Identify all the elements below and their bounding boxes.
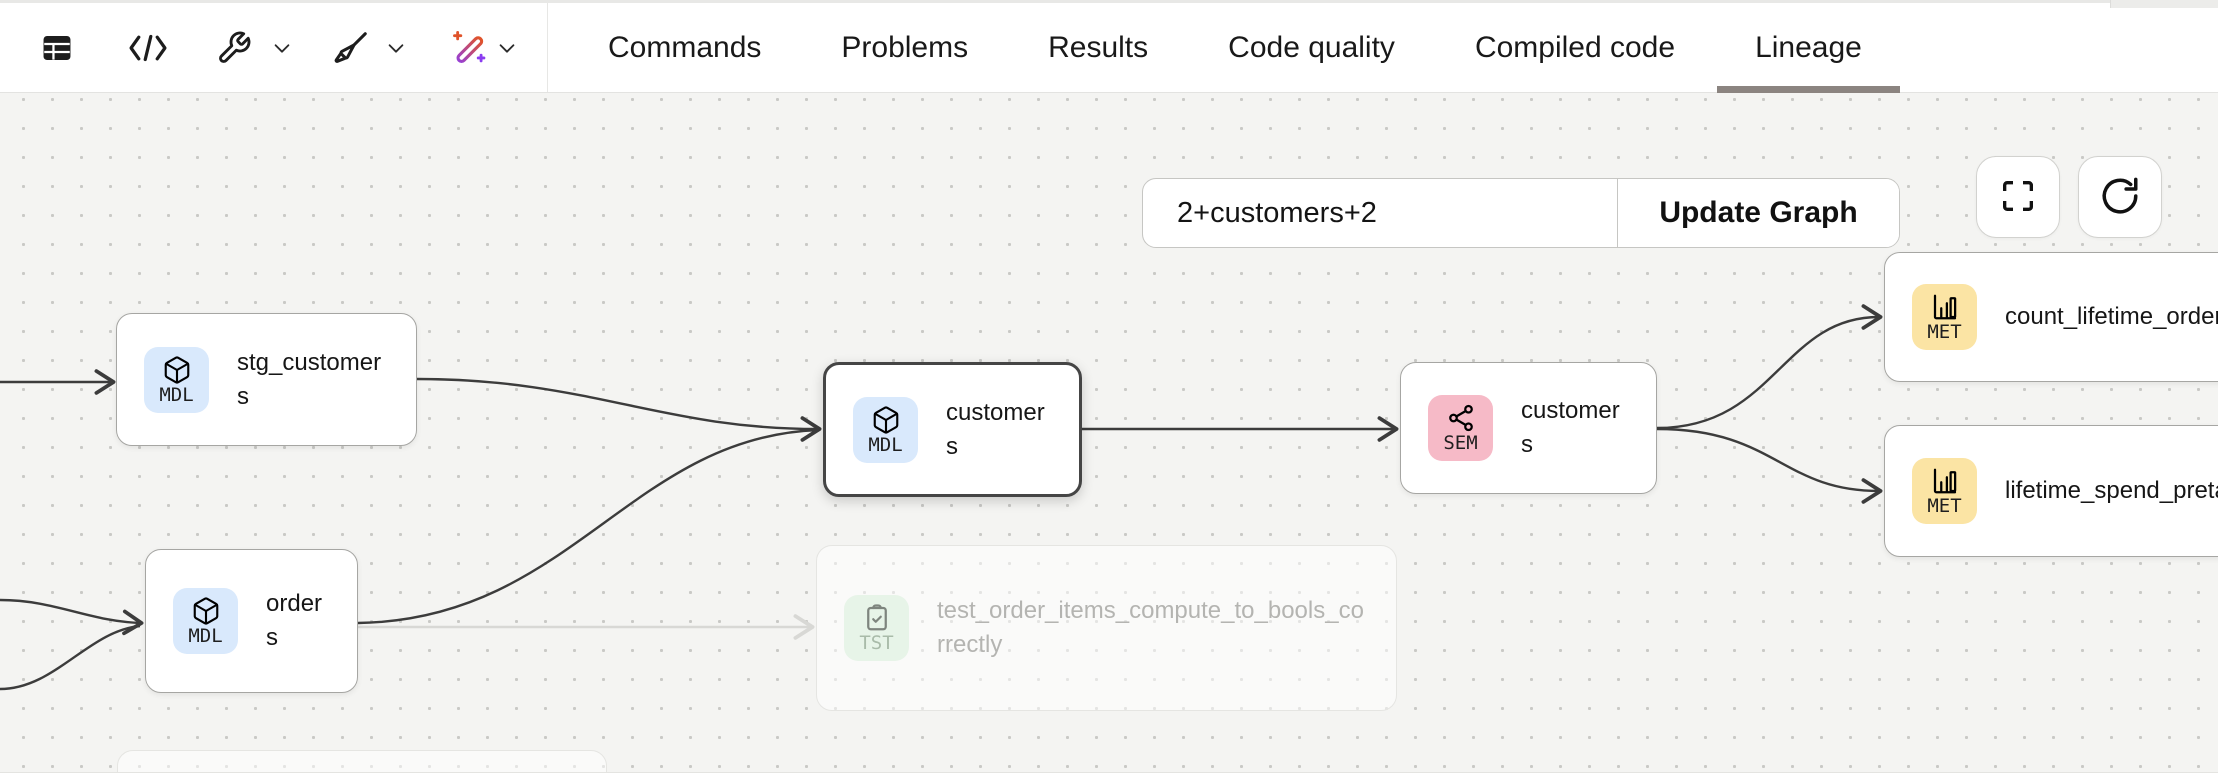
- edge: [1656, 304, 1883, 430]
- graph-node-count_lifetime_orders[interactable]: MET count_lifetime_orders: [1884, 252, 2218, 382]
- refresh-icon: [2099, 175, 2141, 220]
- tab-commands[interactable]: Commands: [568, 3, 801, 93]
- node-type-label: MDL: [868, 433, 903, 456]
- chevron-down-icon[interactable]: [385, 3, 407, 93]
- edge: [0, 624, 141, 691]
- chevron-down-icon[interactable]: [271, 3, 293, 93]
- toolbar-tabs-divider: [547, 3, 548, 92]
- tab-label: Code quality: [1228, 31, 1395, 64]
- chart-icon: [1930, 466, 1960, 496]
- node-title: count_lifetime_orders: [2005, 303, 2218, 331]
- cube-icon: [191, 596, 221, 626]
- node-type-label: MDL: [188, 625, 223, 647]
- share-icon: [1446, 403, 1476, 433]
- bottom-strip: [0, 772, 2218, 780]
- node-type-badge: SEM: [1428, 395, 1493, 461]
- graph-node-customers_sem[interactable]: SEM customers: [1400, 362, 1657, 494]
- graph-node-ghost_bottom[interactable]: [117, 750, 607, 772]
- edge: [357, 428, 819, 625]
- table-icon[interactable]: [39, 3, 75, 93]
- top-right-corner: [2110, 0, 2218, 8]
- node-type-badge: MET: [1912, 458, 1977, 524]
- node-title: customers: [1521, 397, 1620, 458]
- node-type-label: MET: [1927, 321, 1962, 343]
- graph-node-lifetime_spend_pretax[interactable]: MET lifetime_spend_pretax: [1884, 425, 2218, 557]
- tab-lineage[interactable]: Lineage: [1715, 3, 1902, 93]
- tab-code-quality[interactable]: Code quality: [1188, 3, 1435, 93]
- node-type-label: SEM: [1443, 432, 1478, 454]
- edge: [416, 377, 822, 442]
- graph-search-bar: 2+customers+2 Update Graph: [1142, 178, 1900, 248]
- node-type-label: TST: [859, 632, 894, 654]
- node-type-badge: MDL: [173, 588, 238, 654]
- broom-icon[interactable]: [332, 3, 370, 93]
- node-type-badge: MDL: [144, 346, 209, 413]
- node-title: test_order_items_compute_to_bools_correc…: [937, 597, 1364, 658]
- graph-node-customers_mdl[interactable]: MDL customers: [823, 362, 1082, 497]
- fit-view-button[interactable]: [1976, 156, 2060, 238]
- graph-node-test_order_items[interactable]: TST test_order_items_compute_to_bools_cor…: [816, 545, 1397, 711]
- wrench-icon[interactable]: [216, 3, 252, 93]
- toolbar: [0, 3, 547, 93]
- tab-label: Results: [1048, 31, 1149, 64]
- tab-label: Problems: [841, 31, 969, 64]
- refresh-graph-button[interactable]: [2078, 156, 2162, 238]
- node-title: stg_customers: [237, 348, 382, 410]
- graph-node-orders[interactable]: MDL orders: [145, 549, 358, 693]
- node-title: orders: [266, 590, 323, 651]
- update-graph-button[interactable]: Update Graph: [1618, 179, 1899, 247]
- node-type-badge: MET: [1912, 284, 1977, 350]
- node-type-badge: MDL: [853, 396, 918, 463]
- magic-wand-icon[interactable]: [451, 3, 489, 93]
- cube-icon: [871, 405, 901, 435]
- chart-icon: [1930, 292, 1960, 322]
- tab-results[interactable]: Results: [1008, 3, 1188, 93]
- node-type-badge: TST: [844, 595, 909, 661]
- model-selector-input[interactable]: 2+customers+2: [1143, 179, 1618, 247]
- graph-node-stg_customers[interactable]: MDL stg_customers: [116, 313, 417, 446]
- active-tab-indicator: [1717, 86, 1900, 93]
- fullscreen-icon: [1998, 176, 2038, 219]
- node-title: customers: [946, 398, 1045, 460]
- clipboard-icon: [862, 603, 892, 633]
- cube-icon: [162, 355, 192, 385]
- edge: [1656, 427, 1883, 504]
- tab-label: Lineage: [1755, 31, 1862, 64]
- edge: [0, 598, 144, 636]
- node-title: lifetime_spend_pretax: [2005, 477, 2218, 505]
- tab-compiled-code[interactable]: Compiled code: [1435, 3, 1715, 93]
- code-icon[interactable]: [128, 3, 168, 93]
- tab-problems[interactable]: Problems: [801, 3, 1008, 93]
- node-type-label: MET: [1927, 495, 1962, 517]
- tab-bar: Commands Problems Results Code quality Compi…: [568, 3, 1902, 93]
- tab-label: Commands: [608, 31, 762, 64]
- node-type-label: MDL: [159, 383, 194, 406]
- header: Commands Problems Results Code quality Compi…: [0, 0, 2218, 93]
- chevron-down-icon[interactable]: [496, 3, 518, 93]
- tab-label: Compiled code: [1474, 31, 1676, 64]
- top-hairline: [0, 0, 2218, 3]
